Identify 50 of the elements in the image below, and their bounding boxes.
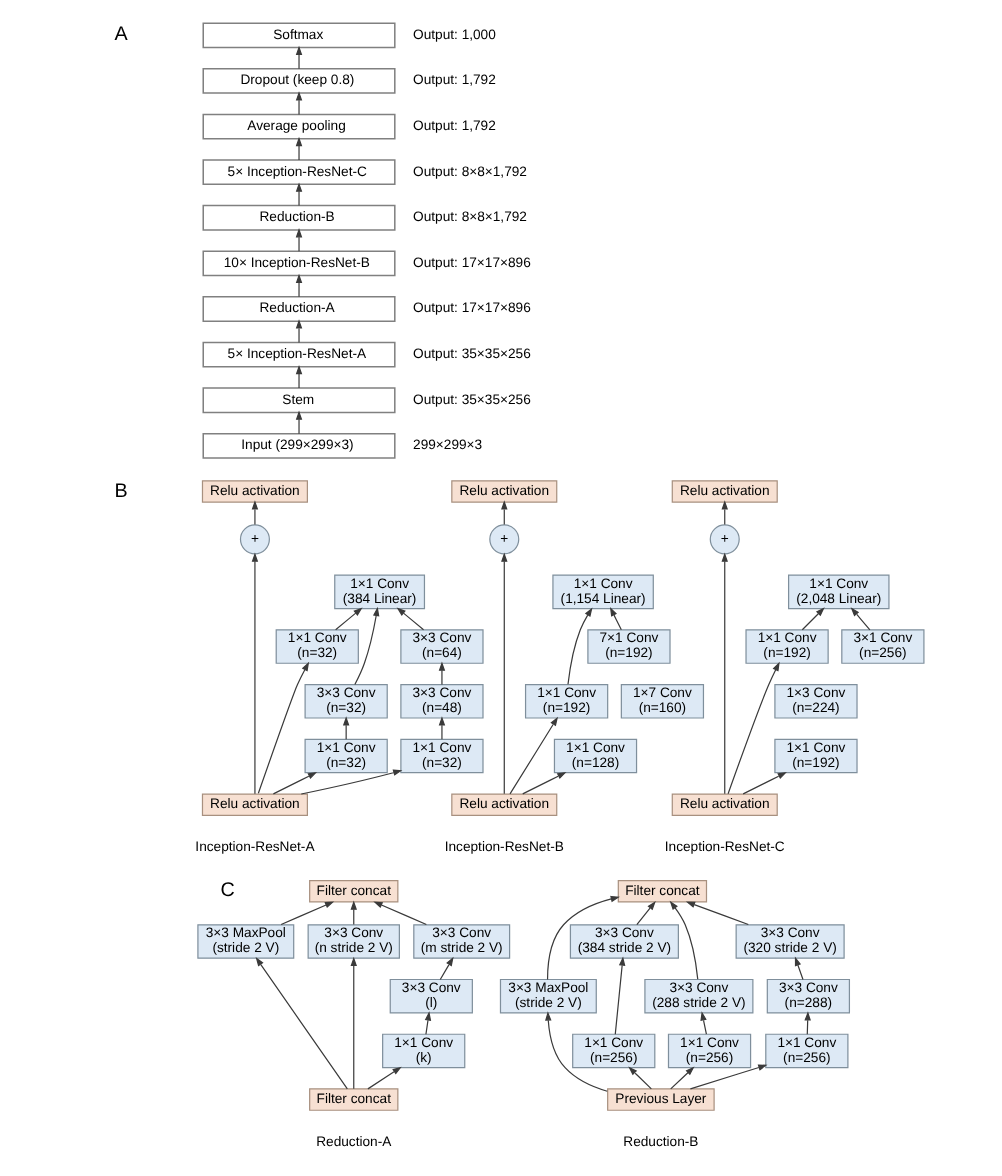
arrow xyxy=(294,364,302,389)
arrow xyxy=(294,136,302,161)
arrow xyxy=(566,607,592,685)
arrow xyxy=(635,900,655,926)
arrow xyxy=(437,661,445,686)
arrow xyxy=(353,606,379,686)
arrow xyxy=(294,45,302,70)
arrow xyxy=(256,661,309,794)
arrow xyxy=(294,182,302,207)
arrow xyxy=(613,956,625,1035)
arrow xyxy=(250,552,258,795)
arrow xyxy=(279,901,334,926)
arrow xyxy=(294,319,302,344)
arrow xyxy=(334,607,362,631)
arrow xyxy=(294,410,302,435)
arrow xyxy=(423,1011,431,1035)
label: B xyxy=(113,480,127,503)
arrow xyxy=(688,1064,767,1090)
arrow xyxy=(349,956,357,1090)
arrow xyxy=(608,606,621,631)
arrow xyxy=(668,900,698,980)
arrow xyxy=(793,956,803,981)
arrow xyxy=(372,901,426,926)
arrow xyxy=(271,772,317,795)
arrow xyxy=(366,1066,401,1090)
label: A xyxy=(113,24,127,47)
arrow xyxy=(437,716,445,740)
arrow xyxy=(726,661,779,795)
arrow xyxy=(299,769,402,795)
arrow xyxy=(545,895,619,980)
arrow xyxy=(500,552,507,795)
label: C xyxy=(219,880,234,903)
arrow xyxy=(254,957,347,1090)
arrow xyxy=(294,273,302,298)
arrow xyxy=(849,607,870,631)
arrow xyxy=(627,1066,651,1090)
arrow xyxy=(294,228,302,252)
arrow xyxy=(669,1066,694,1090)
arrow xyxy=(741,772,786,795)
arrow xyxy=(438,956,453,981)
arrow xyxy=(544,1011,607,1092)
arrow xyxy=(720,552,727,795)
arrow xyxy=(250,500,258,526)
arrow xyxy=(508,716,558,795)
arrow xyxy=(294,91,302,115)
arrow xyxy=(800,607,824,631)
arrow xyxy=(699,1011,706,1035)
arrow xyxy=(395,607,424,631)
arrow xyxy=(521,772,566,795)
arrow xyxy=(684,901,748,926)
